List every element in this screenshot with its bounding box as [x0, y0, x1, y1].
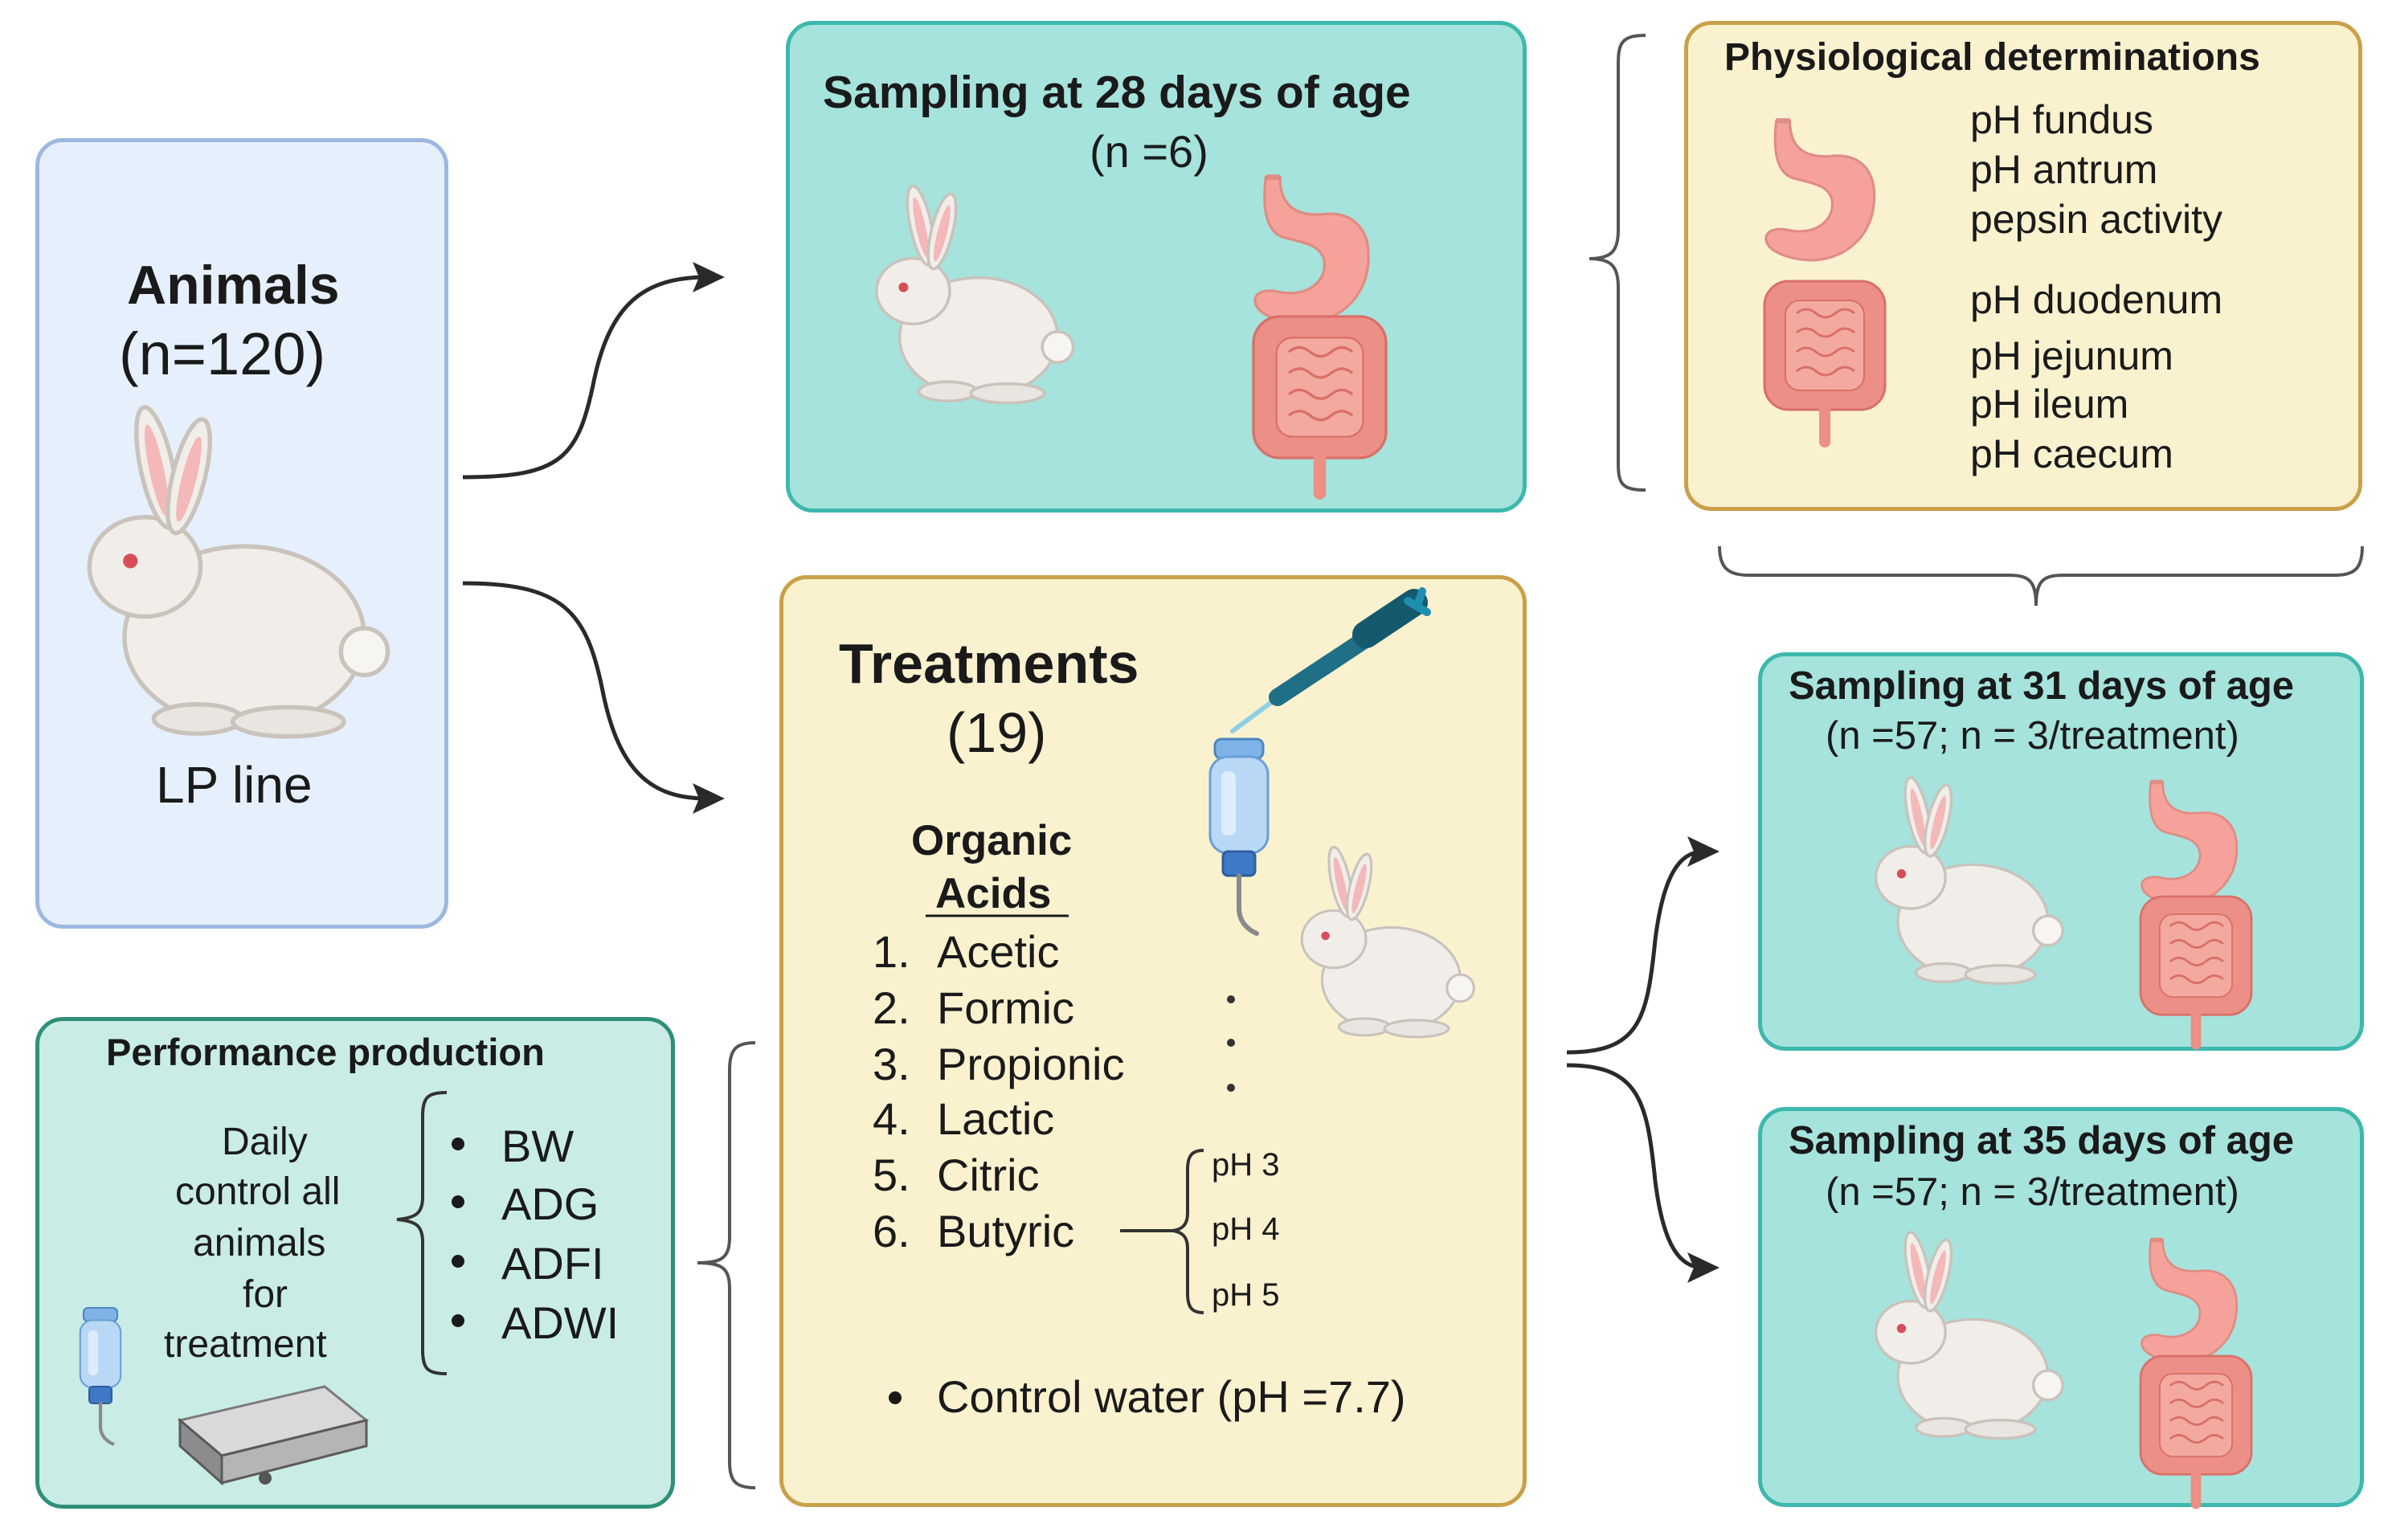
ph-level: pH 3 [1212, 1147, 1280, 1183]
physio-item: pepsin activity [1970, 197, 2223, 242]
ph-level: pH 5 [1212, 1277, 1280, 1313]
acid-name: Citric [937, 1150, 1040, 1200]
sampling-35-n: (n =57; n = 3/treatment) [1826, 1170, 2239, 1214]
acid-name: Propionic [937, 1039, 1125, 1089]
acid-number: 1. [873, 926, 910, 977]
physiological-title: Physiological determinations [1724, 36, 2260, 79]
water-bottle-icon [1210, 739, 1268, 933]
sampling-35-box [1758, 1107, 2364, 1507]
performance-desc-line: Daily [222, 1121, 308, 1163]
treatments-count: (19) [947, 701, 1047, 764]
sampling-31-title: Sampling at 31 days of age [1789, 664, 2295, 708]
ph-level: pH 4 [1212, 1211, 1280, 1247]
performance-desc-line: treatment [164, 1323, 327, 1366]
brace-ph-levels [1172, 1149, 1204, 1314]
physio-item: pH duodenum [1970, 277, 2223, 322]
intestine-icon [1764, 281, 1885, 442]
rabbit-icon [1874, 1228, 2064, 1440]
rabbit-icon [1874, 774, 2064, 986]
bullet [452, 1138, 464, 1150]
animals-count: (n=120) [119, 321, 326, 387]
ellipsis-dot [1227, 1084, 1235, 1092]
rabbit-icon [1300, 844, 1475, 1039]
brace-performance-items [396, 1091, 448, 1375]
acid-number: 5. [873, 1150, 910, 1200]
sampling-35-title: Sampling at 35 days of age [1789, 1119, 2295, 1162]
connector-arrow-to-sampling-28 [462, 262, 725, 480]
water-bottle-icon [80, 1308, 121, 1444]
stomach-icon [1255, 178, 1368, 324]
performance-desc-line: for [243, 1273, 288, 1316]
acid-number: 2. [873, 982, 910, 1033]
rabbit-icon [89, 404, 387, 737]
acid-number: 3. [873, 1039, 910, 1089]
intestine-icon [2141, 897, 2251, 1044]
control-water-label: Control water (pH =7.7) [937, 1371, 1406, 1422]
bullet [452, 1255, 464, 1268]
rabbit-icon [875, 182, 1075, 405]
performance-title: Performance production [106, 1031, 545, 1073]
acid-name: Formic [937, 982, 1075, 1033]
connector-arrow-to-sampling-31 [1566, 836, 1719, 1055]
performance-item: ADFI [501, 1238, 604, 1289]
brace-physiological-left [1589, 34, 1646, 492]
stomach-icon [2142, 1240, 2237, 1362]
performance-desc-line: animals [193, 1222, 326, 1264]
sampling-28-n: (n =6) [1090, 126, 1208, 177]
pipette-icon [1230, 587, 1431, 733]
treatments-title: Treatments [839, 632, 1139, 695]
organic-acids-heading: Organic [911, 817, 1073, 864]
sampling-31-box [1758, 652, 2364, 1051]
acid-number: 6. [873, 1206, 910, 1256]
acid-name: Lactic [937, 1093, 1055, 1144]
brace-performance [697, 1041, 756, 1489]
physiological-box [1684, 21, 2362, 511]
treatments-box [779, 575, 1527, 1507]
acid-number: 4. [873, 1093, 910, 1144]
bullet [889, 1391, 902, 1404]
performance-item: ADG [501, 1178, 599, 1229]
bullet [452, 1314, 464, 1327]
organic-acids-heading: Acids [935, 870, 1052, 917]
animals-title: Animals [127, 255, 340, 316]
acid-name: Acetic [937, 926, 1060, 977]
performance-item: BW [501, 1121, 575, 1171]
stomach-icon [2142, 782, 2237, 905]
sampling-28-title: Sampling at 28 days of age [823, 67, 1411, 118]
physio-item: pH caecum [1970, 431, 2173, 476]
physio-item: pH ileum [1970, 382, 2129, 427]
bullet [452, 1195, 464, 1208]
physio-item: pH fundus [1970, 97, 2153, 142]
stomach-icon [1766, 121, 1875, 260]
performance-desc-line: control all [175, 1170, 341, 1213]
intestine-icon [2141, 1356, 2251, 1504]
ellipsis-dot [1227, 1039, 1235, 1047]
acid-name: Butyric [937, 1206, 1075, 1256]
performance-item: ADWI [501, 1297, 619, 1348]
ellipsis-dot [1227, 995, 1235, 1003]
physio-item: pH jejunum [1970, 333, 2173, 378]
sampling-31-n: (n =57; n = 3/treatment) [1826, 714, 2239, 758]
animals-line-label: LP line [156, 756, 313, 814]
performance-box [35, 1017, 675, 1509]
intestine-icon [1253, 317, 1386, 493]
physio-item: pH antrum [1970, 147, 2158, 192]
scale-icon [177, 1385, 370, 1486]
connector-arrow-to-sampling-35 [1566, 1063, 1719, 1283]
connector-arrow-to-treatments [462, 581, 725, 814]
brace-physiological-bottom [1718, 545, 2364, 607]
